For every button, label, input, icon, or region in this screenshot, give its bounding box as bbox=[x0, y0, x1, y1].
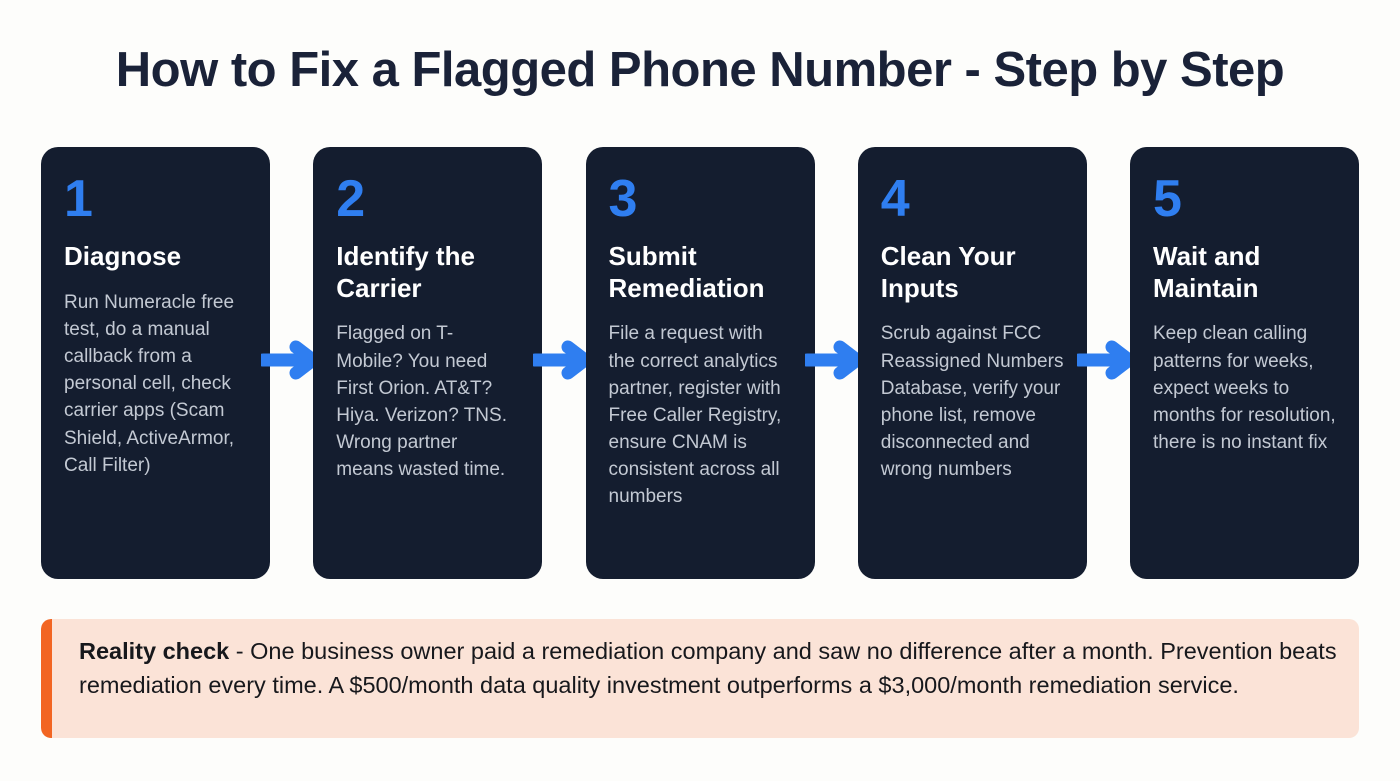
steps-row: 1 Diagnose Run Numeracle free test, do a… bbox=[41, 147, 1359, 579]
step-card-1: 1 Diagnose Run Numeracle free test, do a… bbox=[41, 147, 270, 579]
step-card-4: 4 Clean Your Inputs Scrub against FCC Re… bbox=[857, 147, 1087, 579]
step-title-3: Submit Remediation bbox=[608, 241, 765, 303]
step-body-2: Flagged on T-Mobile? You need First Orio… bbox=[336, 323, 507, 481]
step-title-2: Identify the Carrier bbox=[336, 241, 475, 303]
callout-label: Reality check bbox=[79, 638, 230, 664]
step-card-5: 5 Wait and Maintain Keep clean calling p… bbox=[1130, 147, 1359, 579]
step-card-3: 3 Submit Remediation File a request with… bbox=[585, 147, 815, 579]
step-number-4: 4 bbox=[880, 170, 910, 228]
callout-body: One business owner paid a remediation co… bbox=[79, 638, 1337, 698]
callout-text: Reality check - One business owner paid … bbox=[52, 619, 1359, 738]
step-number-1: 1 bbox=[64, 170, 93, 228]
arrow-right-icon bbox=[260, 340, 320, 380]
connector-1 bbox=[260, 147, 320, 579]
callout-separator: - bbox=[229, 638, 251, 664]
page-title: How to Fix a Flagged Phone Number - Step… bbox=[115, 43, 1285, 97]
step-card-2: 2 Identify the Carrier Flagged on T-Mobi… bbox=[313, 147, 543, 579]
callout-accent-bar bbox=[41, 619, 52, 738]
step-body-4: Scrub against FCC Reassigned Numbers Dat… bbox=[880, 323, 1064, 481]
reality-check-callout: Reality check - One business owner paid … bbox=[41, 619, 1359, 738]
connector-3 bbox=[805, 147, 864, 579]
step-number-3: 3 bbox=[608, 170, 638, 228]
step-number-2: 2 bbox=[336, 170, 366, 228]
step-body-3: File a request with the correct analytic… bbox=[608, 323, 782, 508]
arrow-right-icon bbox=[1077, 340, 1136, 380]
step-body-1: Run Numeracle free test, do a manual cal… bbox=[64, 291, 235, 476]
step-title-5: Wait and Maintain bbox=[1153, 241, 1261, 303]
arrow-right-icon bbox=[532, 340, 592, 380]
connector-4 bbox=[1077, 147, 1136, 579]
step-title-4: Clean Your Inputs bbox=[880, 241, 1016, 303]
arrow-right-icon bbox=[805, 340, 864, 380]
step-number-5: 5 bbox=[1153, 170, 1182, 228]
connector-2 bbox=[532, 147, 592, 579]
step-title-1: Diagnose bbox=[64, 241, 182, 271]
step-body-5: Keep clean calling patterns for weeks, e… bbox=[1153, 323, 1336, 454]
